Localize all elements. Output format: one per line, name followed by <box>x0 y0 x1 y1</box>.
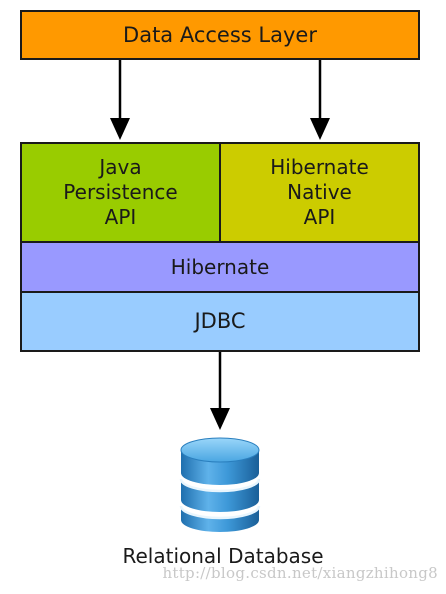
arrow-to-database <box>210 352 230 430</box>
jdbc-box: JDBC <box>20 291 420 352</box>
hibernate-label: Hibernate <box>170 254 270 279</box>
jdbc-label: JDBC <box>194 309 246 334</box>
jpa-box: Java Persistence API <box>20 142 221 243</box>
database-cylinder-icon <box>179 437 261 532</box>
data-access-layer-box: Data Access Layer <box>20 10 420 60</box>
hibernate-native-api-label: Hibernate Native API <box>270 155 369 229</box>
database-label: Relational Database <box>122 544 324 568</box>
arrow-to-jpa <box>110 60 130 140</box>
jpa-label: Java Persistence API <box>63 155 178 229</box>
watermark-text: http://blog.csdn.net/xiangzhihong8 <box>162 564 438 582</box>
data-access-layer-label: Data Access Layer <box>123 22 317 47</box>
hibernate-native-api-box: Hibernate Native API <box>219 142 420 243</box>
arrow-to-native-api <box>310 60 330 140</box>
hibernate-box: Hibernate <box>20 241 420 293</box>
